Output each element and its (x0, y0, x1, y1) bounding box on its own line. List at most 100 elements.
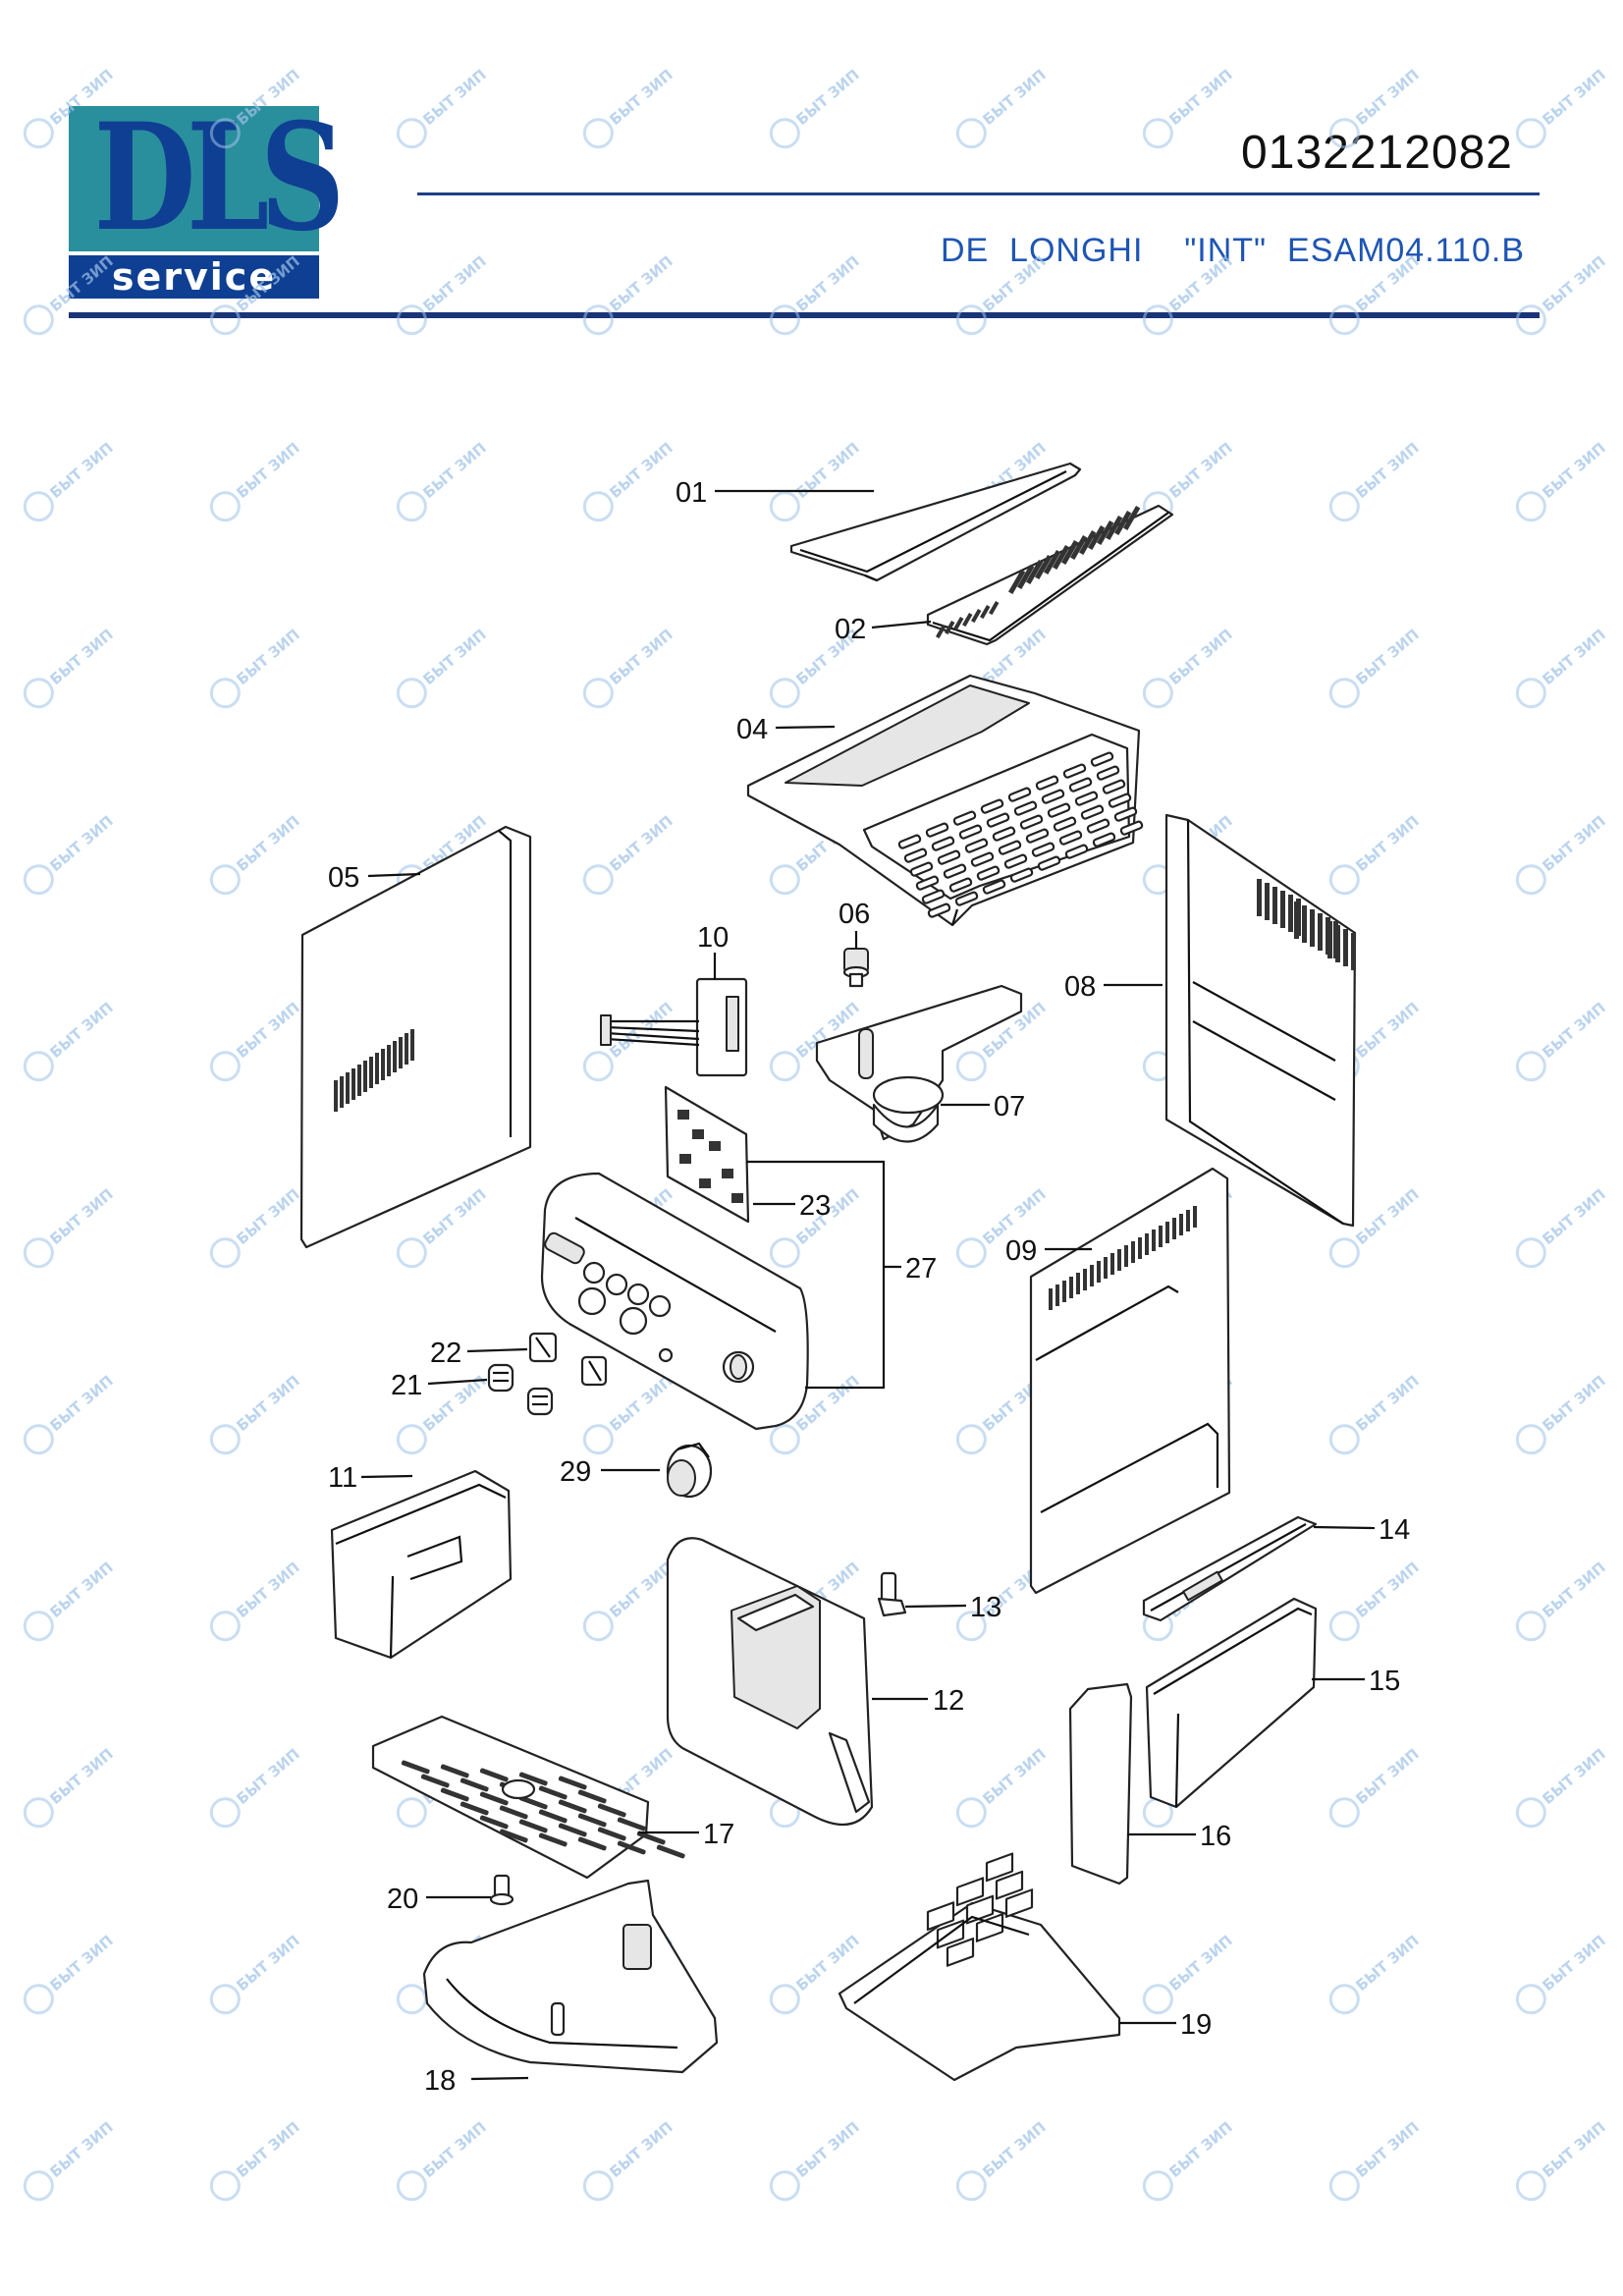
callout-19: 19 (1180, 2009, 1212, 2041)
callout-12: 12 (933, 1685, 964, 1717)
part-20-pin (489, 1874, 514, 1906)
svg-text:БЫТ ЗИП: БЫТ ЗИП (1165, 1932, 1235, 1995)
logo-subtext: service (69, 255, 319, 299)
svg-text:БЫТ ЗИП: БЫТ ЗИП (1539, 812, 1608, 875)
svg-text:БЫТ ЗИП: БЫТ ЗИП (1352, 1932, 1422, 1995)
svg-text:БЫТ ЗИП: БЫТ ЗИП (1539, 999, 1608, 1062)
watermark-stamp: БЫТ ЗИП (23, 66, 117, 149)
watermark-stamp: БЫТ ЗИП (582, 626, 676, 709)
watermark-stamp: БЫТ ЗИП (1328, 1745, 1423, 1829)
header-divider-thin (417, 192, 1540, 195)
watermark-stamp: БЫТ ЗИП (23, 1745, 117, 1829)
watermark-stamp: БЫТ ЗИП (769, 439, 863, 522)
callout-29: 29 (560, 1456, 591, 1488)
svg-text:БЫТ ЗИП: БЫТ ЗИП (1352, 1372, 1422, 1435)
svg-text:БЫТ ЗИП: БЫТ ЗИП (419, 2118, 489, 2181)
watermark-stamp: БЫТ ЗИП (209, 66, 303, 149)
watermark-stamp: БЫТ ЗИП (23, 999, 117, 1082)
callout-27: 27 (905, 1253, 937, 1285)
watermark-stamp: БЫТ ЗИП (209, 1558, 303, 1642)
part-01-top-lid (789, 462, 1082, 582)
svg-text:БЫТ ЗИП: БЫТ ЗИП (1352, 999, 1422, 1062)
watermark-stamp: БЫТ ЗИП (1142, 1932, 1236, 2015)
svg-text:БЫТ ЗИП: БЫТ ЗИП (233, 2118, 302, 2181)
watermark-stamp: БЫТ ЗИП (582, 252, 676, 336)
svg-text:БЫТ ЗИП: БЫТ ЗИП (419, 66, 489, 129)
part-07-container (815, 984, 1023, 1143)
svg-text:БЫТ ЗИП: БЫТ ЗИП (1539, 439, 1608, 502)
part-23-control-board (664, 1085, 750, 1224)
watermark-stamp: БЫТ ЗИП (209, 1745, 303, 1829)
watermark-stamp: БЫТ ЗИП (1328, 439, 1423, 522)
watermark-stamp: БЫТ ЗИП (1328, 66, 1423, 149)
svg-text:БЫТ ЗИП: БЫТ ЗИП (233, 812, 302, 875)
watermark-stamp: БЫТ ЗИП (955, 252, 1050, 336)
svg-text:БЫТ ЗИП: БЫТ ЗИП (979, 66, 1049, 129)
watermark-stamp: БЫТ ЗИП (1515, 1932, 1609, 2015)
watermark-stamp: БЫТ ЗИП (1515, 812, 1609, 896)
svg-text:БЫТ ЗИП: БЫТ ЗИП (979, 1745, 1049, 1808)
watermark-stamp: БЫТ ЗИП (209, 439, 303, 522)
svg-text:БЫТ ЗИП: БЫТ ЗИП (233, 1745, 302, 1808)
dls-service-logo: DLS service (69, 104, 345, 299)
svg-text:БЫТ ЗИП: БЫТ ЗИП (46, 252, 116, 315)
svg-text:БЫТ ЗИП: БЫТ ЗИП (1352, 812, 1422, 875)
svg-text:БЫТ ЗИП: БЫТ ЗИП (233, 1932, 302, 1995)
svg-text:БЫТ ЗИП: БЫТ ЗИП (1539, 1558, 1608, 1621)
callout-09: 09 (1005, 1235, 1037, 1267)
part-14-cover-strip (1142, 1515, 1318, 1622)
svg-text:БЫТ ЗИП: БЫТ ЗИП (1352, 1185, 1422, 1248)
part-27-control-panel (540, 1172, 809, 1431)
watermark-stamp: БЫТ ЗИП (582, 812, 676, 896)
svg-text:БЫТ ЗИП: БЫТ ЗИП (46, 1932, 116, 1995)
svg-text:БЫТ ЗИП: БЫТ ЗИП (1352, 252, 1422, 315)
watermark-stamp: БЫТ ЗИП (1515, 1745, 1609, 1829)
svg-text:БЫТ ЗИП: БЫТ ЗИП (233, 1372, 302, 1435)
part-12-front-housing (666, 1537, 874, 1827)
callout-21: 21 (391, 1370, 422, 1401)
watermark-stamp: БЫТ ЗИП (23, 626, 117, 709)
watermark-stamp: БЫТ ЗИП (23, 1932, 117, 2015)
watermark-stamp: БЫТ ЗИП (1515, 1558, 1609, 1642)
part-02-vented-cover (926, 504, 1174, 646)
callout-23: 23 (799, 1190, 831, 1222)
watermark-stamp: БЫТ ЗИП (769, 252, 863, 336)
watermark-stamp: БЫТ ЗИП (23, 439, 117, 522)
part-22-knob-caps (528, 1332, 608, 1387)
part-18-drip-tray (422, 1879, 719, 2074)
watermark-stamp: БЫТ ЗИП (209, 1372, 303, 1455)
callout-06: 06 (839, 899, 870, 930)
svg-text:БЫТ ЗИП: БЫТ ЗИП (1352, 66, 1422, 129)
svg-text:БЫТ ЗИП: БЫТ ЗИП (46, 812, 116, 875)
part-29-dial (666, 1442, 713, 1499)
model-line: DE LONGHI "INT" ESAM04.110.B (941, 232, 1525, 270)
svg-text:БЫТ ЗИП: БЫТ ЗИП (1539, 1185, 1608, 1248)
watermark-stamp: БЫТ ЗИП (1328, 2118, 1423, 2202)
watermark-stamp: БЫТ ЗИП (1328, 252, 1423, 336)
part-05-left-side-panel (299, 825, 532, 1249)
watermark-stamp: БЫТ ЗИП (209, 252, 303, 336)
watermark-stamp: БЫТ ЗИП (582, 66, 676, 149)
watermark-stamp: БЫТ ЗИП (1515, 66, 1609, 149)
watermark-stamp: БЫТ ЗИП (1328, 812, 1423, 896)
svg-text:БЫТ ЗИП: БЫТ ЗИП (606, 439, 676, 502)
callout-08: 08 (1064, 971, 1096, 1003)
watermark-stamp: БЫТ ЗИП (396, 626, 490, 709)
callout-17: 17 (703, 1819, 734, 1850)
watermark-stamp: БЫТ ЗИП (769, 66, 863, 149)
svg-text:БЫТ ЗИП: БЫТ ЗИП (1352, 626, 1422, 688)
svg-text:БЫТ ЗИП: БЫТ ЗИП (1539, 1372, 1608, 1435)
part-08-right-side-panel (1164, 813, 1357, 1228)
callout-11: 11 (328, 1462, 357, 1494)
watermark-stamp: БЫТ ЗИП (23, 812, 117, 896)
svg-text:БЫТ ЗИП: БЫТ ЗИП (46, 999, 116, 1062)
callout-04: 04 (736, 714, 768, 745)
svg-text:БЫТ ЗИП: БЫТ ЗИП (419, 1185, 489, 1248)
part-10-wiring-board (600, 977, 748, 1077)
svg-text:БЫТ ЗИП: БЫТ ЗИП (1539, 626, 1608, 688)
watermark-stamp: БЫТ ЗИП (1515, 1372, 1609, 1455)
watermark-stamp: БЫТ ЗИП (1142, 626, 1236, 709)
watermark-stamp: БЫТ ЗИП (1515, 999, 1609, 1082)
part-06-knob (842, 948, 870, 988)
